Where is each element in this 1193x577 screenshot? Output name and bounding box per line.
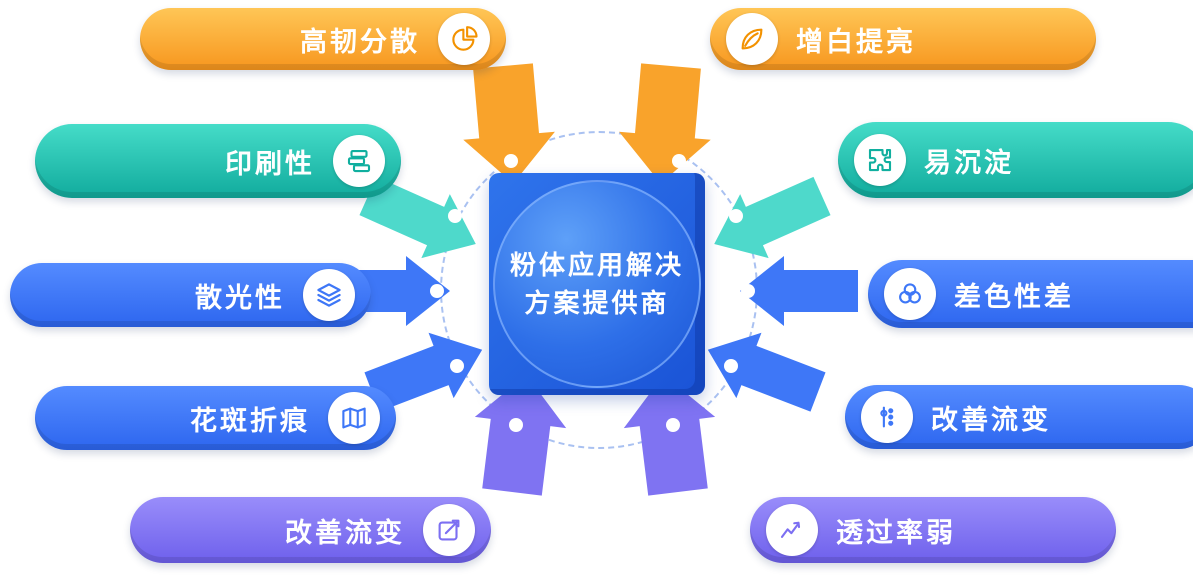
pill-gaishan-liubian-left: 改善流变 (130, 497, 491, 563)
pill-label: 印刷性 (225, 148, 315, 179)
pill-chasexing-cha: 差色性差 (868, 260, 1193, 328)
center-circle: 粉体应用解决 方案提供商 (493, 180, 701, 388)
pill-gaishan-liubian-right: 改善流变 (845, 385, 1193, 449)
trend-line-icon (766, 504, 818, 556)
layers-icon (303, 269, 355, 321)
pill-gaoren-fensan: 高韧分散 (140, 8, 506, 70)
pill-label: 增白提亮 (796, 26, 916, 57)
pill-label: 易沉淀 (924, 147, 1014, 178)
pill-huaban-zhehen: 花斑折痕 (35, 386, 396, 450)
leaf-icon (726, 13, 778, 65)
pill-label: 改善流变 (931, 404, 1051, 435)
center-panel: 粉体应用解决 方案提供商 (489, 173, 705, 395)
center-title-line1: 粉体应用解决 (509, 250, 684, 280)
overlap-circles-icon (884, 268, 936, 320)
pill-label: 透过率弱 (836, 517, 956, 548)
center-title-line2: 方案提供商 (524, 288, 670, 318)
pill-zengbai-tiliang: 增白提亮 (710, 8, 1096, 70)
flow-dots-icon (861, 391, 913, 443)
pill-label: 花斑折痕 (190, 405, 310, 436)
pill-label: 改善流变 (285, 517, 405, 548)
compose-arrow-icon (423, 504, 475, 556)
map-icon (328, 392, 380, 444)
print-plates-icon (333, 135, 385, 187)
pill-yinshuaxing: 印刷性 (35, 124, 401, 198)
pie-chart-icon (438, 13, 490, 65)
pill-label: 差色性差 (954, 281, 1074, 312)
pill-touguolv-ruo: 透过率弱 (750, 497, 1116, 563)
pill-label: 高韧分散 (300, 26, 420, 57)
pill-sanguangxing: 散光性 (10, 263, 371, 327)
puzzle-icon (854, 134, 906, 186)
pill-yichendian: 易沉淀 (838, 122, 1193, 198)
pill-label: 散光性 (195, 282, 285, 313)
